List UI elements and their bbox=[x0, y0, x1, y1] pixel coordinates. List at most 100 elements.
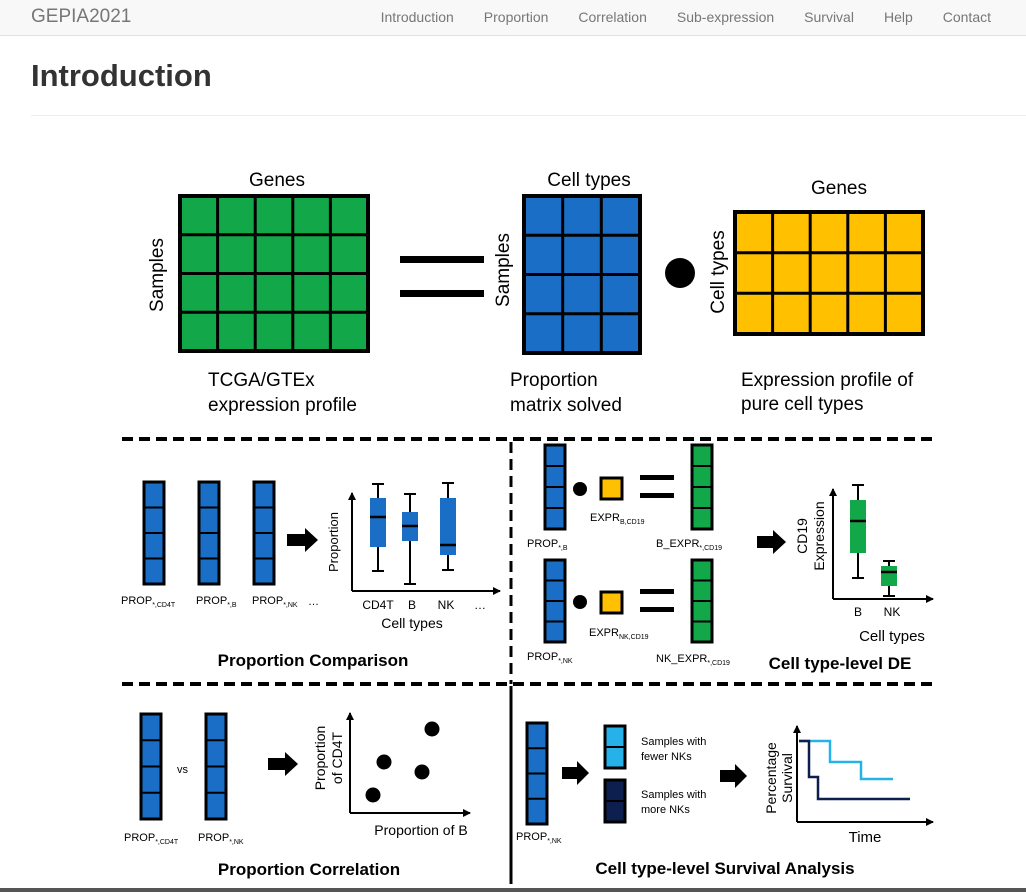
page-title: Introduction bbox=[31, 58, 212, 93]
caption-mid-line1: Proportion bbox=[510, 370, 598, 391]
proportion-comparison-panel: PROP*,CD4T PROP*,B PROP*,NK … Proportion bbox=[121, 480, 501, 670]
de-equals-bottom-2 bbox=[640, 607, 674, 612]
nav-contact[interactable]: Contact bbox=[942, 9, 991, 25]
boxplot-cd4t bbox=[370, 483, 386, 572]
de-boxplot-nk bbox=[881, 560, 897, 597]
caption-mid-line2: matrix solved bbox=[510, 395, 622, 416]
pure-expression-matrix bbox=[733, 210, 925, 336]
surv-ylabel-line2: Survival bbox=[779, 753, 795, 803]
brand-link[interactable]: GEPIA2021 bbox=[31, 6, 132, 27]
tick-cd4t: CD4T bbox=[362, 598, 394, 612]
comparison-xlabel: Cell types bbox=[381, 615, 442, 631]
surv-ylabel-line1: Percentage bbox=[763, 742, 779, 814]
de-dot-bottom bbox=[573, 595, 587, 609]
fewer-nk-line2: fewer NKs bbox=[641, 751, 692, 763]
label-corr-prop-cd4t: PROP*,CD4T bbox=[124, 832, 179, 846]
more-nk-line1: Samples with bbox=[641, 789, 706, 801]
prop-vector-b bbox=[197, 480, 221, 586]
equals-sign-top bbox=[400, 256, 484, 263]
fewer-nk-line1: Samples with bbox=[641, 736, 706, 748]
surv-arrow-right-icon bbox=[562, 761, 589, 785]
label-expr-b: EXPRB,CD19 bbox=[590, 512, 645, 526]
de-xlabel: Cell types bbox=[859, 628, 925, 645]
corr-prop-vector-cd4t bbox=[139, 712, 163, 821]
scatter-point bbox=[414, 764, 430, 780]
surv-prop-vector-nk bbox=[525, 721, 549, 826]
label-b-expr: B_EXPR*,CD19 bbox=[656, 538, 722, 552]
proportion-correlation-title: Proportion Correlation bbox=[218, 860, 400, 879]
genes-label-right: Genes bbox=[811, 178, 867, 199]
proportion-correlation-panel: vs PROP*,CD4T PROP*,NK Proportion of CD4… bbox=[124, 712, 471, 879]
tick-nk: NK bbox=[438, 598, 455, 612]
prop-vector-nk bbox=[252, 480, 276, 586]
corr-xlabel: Proportion of B bbox=[374, 822, 467, 838]
de-equals-bottom-1 bbox=[640, 589, 674, 594]
label-prop-b: PROP*,B bbox=[196, 595, 237, 609]
samples-label-left: Samples bbox=[147, 238, 168, 312]
b-expr-vector bbox=[690, 443, 714, 531]
navbar: GEPIA2021 Introduction Proportion Correl… bbox=[0, 0, 1026, 36]
boxplot-b bbox=[402, 493, 418, 585]
prop-vector-cd4t bbox=[142, 480, 166, 586]
label-ellipsis: … bbox=[308, 596, 319, 608]
caption-left-line2: expression profile bbox=[208, 395, 357, 416]
de-arrow-right-icon bbox=[757, 530, 786, 554]
samples-label-mid: Samples bbox=[493, 233, 514, 307]
corr-arrow-right-icon bbox=[268, 752, 298, 776]
corr-ylabel-line2: of CD4T bbox=[329, 731, 345, 784]
de-ylabel-line2: Expression bbox=[811, 501, 827, 570]
de-prop-vector-b bbox=[543, 443, 567, 531]
label-de-prop-nk: PROP*,NK bbox=[527, 651, 573, 665]
survival-panel: PROP*,NK Samples with fewer NKs Samples … bbox=[516, 721, 934, 878]
decomposition-diagram: Genes Samples TCGA/GTEx expression profi… bbox=[147, 170, 925, 416]
label-nk-expr: NK_EXPR*,CD19 bbox=[656, 653, 730, 667]
celltypes-label-right: Cell types bbox=[708, 230, 729, 313]
survival-curve-fewer-nk bbox=[799, 739, 893, 781]
caption-right-line1: Expression profile of bbox=[741, 370, 914, 391]
expression-matrix bbox=[178, 194, 370, 353]
label-expr-nk: EXPRNK,CD19 bbox=[589, 627, 649, 641]
de-boxplot-b bbox=[850, 484, 866, 579]
de-ylabel-line1: CD19 bbox=[794, 518, 810, 554]
nav-sub-expression[interactable]: Sub-expression bbox=[676, 9, 775, 25]
proportion-comparison-title: Proportion Comparison bbox=[218, 651, 409, 670]
comparison-ylabel: Proportion bbox=[326, 512, 341, 572]
de-dot-top bbox=[573, 482, 587, 496]
nav-survival[interactable]: Survival bbox=[804, 9, 854, 25]
nav-proportion[interactable]: Proportion bbox=[483, 9, 549, 25]
surv-arrow-right-icon-2 bbox=[720, 764, 747, 788]
corr-ylabel-line1: Proportion bbox=[312, 726, 328, 791]
nav-menu: Introduction Proportion Correlation Sub-… bbox=[366, 0, 1006, 36]
scatter-point bbox=[365, 787, 381, 803]
boxplot-nk bbox=[440, 482, 456, 571]
tick-more: … bbox=[474, 598, 486, 612]
celltypes-label-mid: Cell types bbox=[547, 170, 630, 191]
label-prop-nk: PROP*,NK bbox=[252, 595, 298, 609]
more-nk-line2: more NKs bbox=[641, 804, 690, 816]
de-prop-vector-nk bbox=[543, 558, 567, 644]
title-divider bbox=[31, 115, 1026, 116]
proportion-matrix bbox=[522, 194, 642, 355]
label-vs: vs bbox=[177, 764, 189, 776]
scatter-point bbox=[424, 721, 440, 737]
nk-expr-vector bbox=[690, 558, 714, 644]
nav-help[interactable]: Help bbox=[883, 9, 913, 25]
surv-xlabel: Time bbox=[849, 829, 882, 846]
bottom-border bbox=[0, 888, 1026, 892]
label-corr-prop-nk: PROP*,NK bbox=[198, 832, 244, 846]
celltype-de-title: Cell type-level DE bbox=[769, 654, 912, 673]
arrow-right-icon bbox=[287, 528, 318, 552]
nav-correlation[interactable]: Correlation bbox=[578, 9, 647, 25]
expr-b-square bbox=[599, 476, 624, 501]
caption-left-line1: TCGA/GTEx bbox=[208, 370, 315, 391]
de-tick-b: B bbox=[854, 605, 862, 619]
de-equals-top-1 bbox=[640, 475, 674, 480]
tick-b: B bbox=[408, 598, 416, 612]
nav-introduction[interactable]: Introduction bbox=[380, 9, 454, 25]
survival-title: Cell type-level Survival Analysis bbox=[595, 859, 854, 878]
de-equals-top-2 bbox=[640, 493, 674, 498]
label-prop-cd4t: PROP*,CD4T bbox=[121, 595, 176, 609]
dot-product-symbol bbox=[665, 258, 695, 288]
celltype-de-panel: PROP*,B EXPRB,CD19 B_EXPR*,CD19 EXPRNK,C… bbox=[527, 443, 934, 673]
